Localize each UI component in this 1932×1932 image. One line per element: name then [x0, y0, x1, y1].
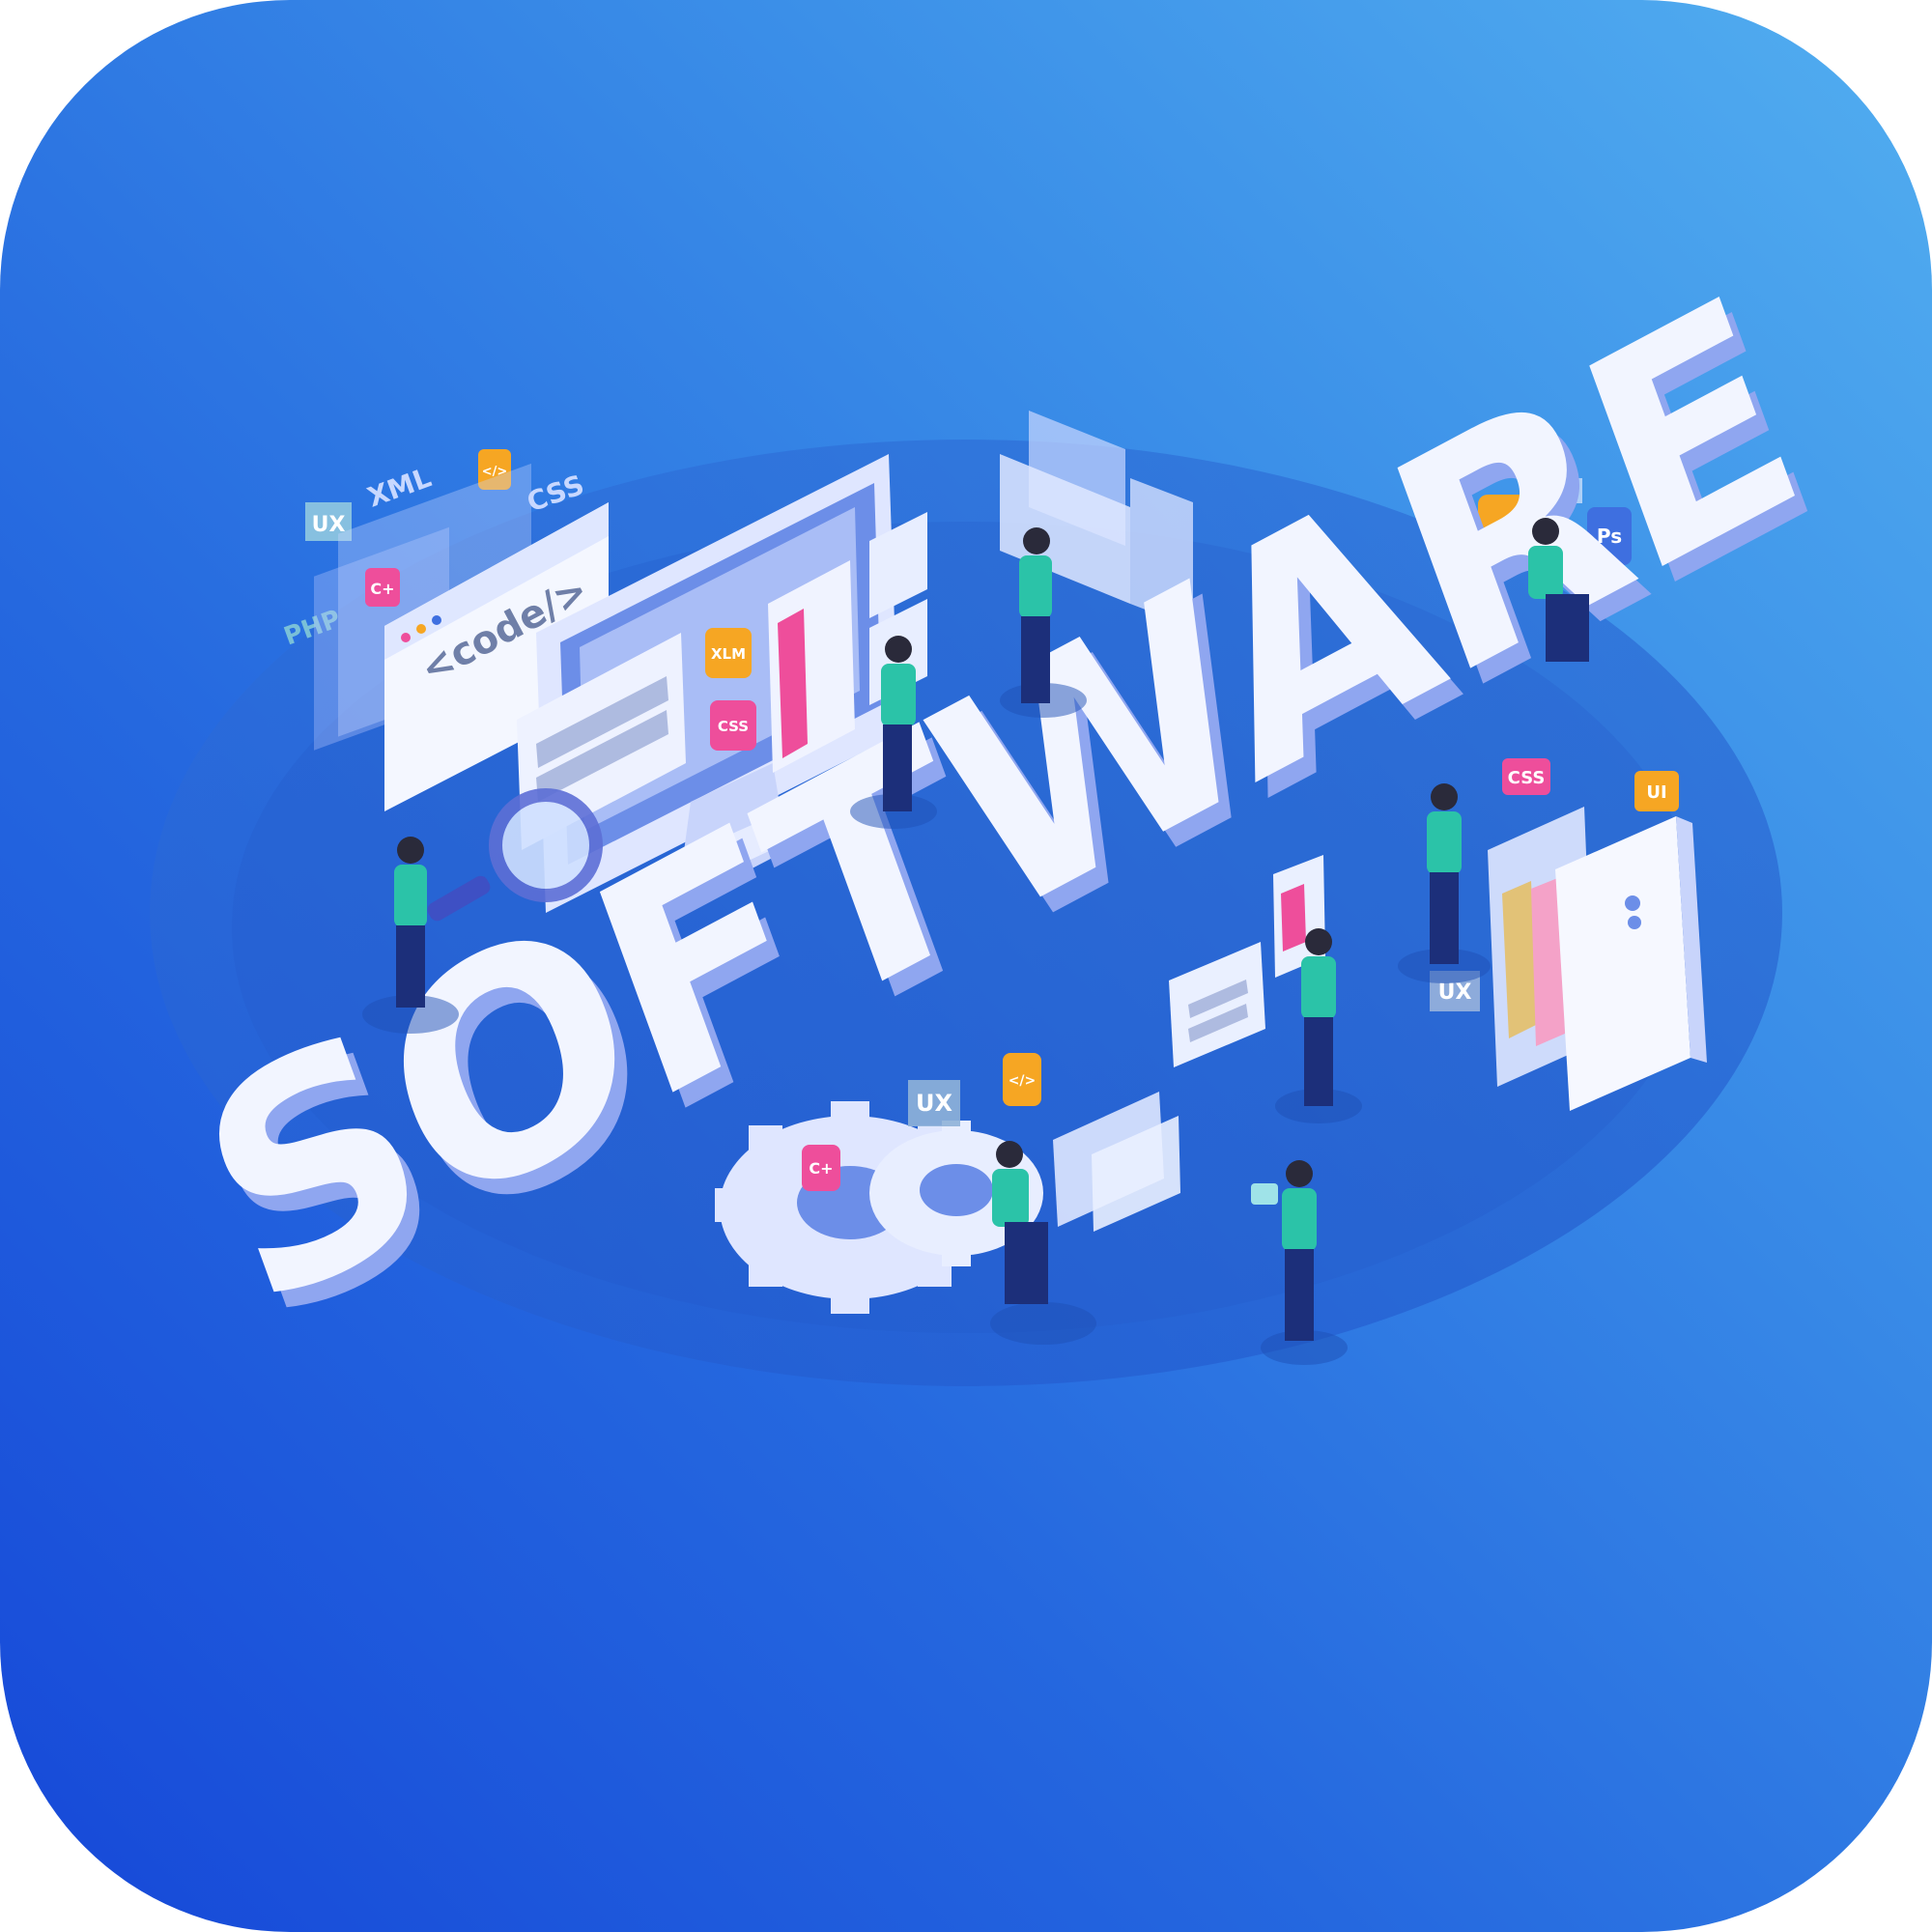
- css-monitor-label: CSS: [718, 718, 749, 735]
- ux-top-label: UX: [312, 513, 346, 537]
- phone-device: [1488, 807, 1707, 1111]
- person-magnifier: [362, 837, 459, 1034]
- person-right: [1398, 783, 1491, 983]
- code-tag-bottom-label: </>: [1009, 1073, 1037, 1089]
- ui-badge: UI: [1634, 771, 1679, 811]
- gear-icon-large: [715, 1101, 985, 1314]
- ui-label: UI: [1646, 782, 1666, 803]
- cplus-top-label: C+: [370, 580, 394, 598]
- cplus-badge-bottom: C+: [802, 1145, 840, 1191]
- person-middle: [1275, 928, 1362, 1123]
- floating-badge-ux-top: UX: [305, 502, 352, 541]
- person-tablet: [1251, 1160, 1348, 1365]
- ps-label: Ps: [1597, 525, 1622, 548]
- xlm-badge: XLM: [705, 628, 752, 678]
- cplus-bottom-label: C+: [809, 1159, 833, 1178]
- ux-right-label: UX: [1438, 980, 1472, 1005]
- ux-small-label: UX: [1558, 486, 1578, 500]
- middle-windows: [1169, 855, 1325, 1067]
- bottom-windows: [1053, 1092, 1180, 1232]
- css-right-label: CSS: [1508, 768, 1546, 788]
- code-tag-top-label: </>: [482, 465, 508, 479]
- top-windows: [1000, 411, 1193, 628]
- ux-bottom-label: UX: [916, 1090, 952, 1117]
- person-top-windows: [1000, 527, 1087, 718]
- ai-label: Ai: [1495, 516, 1521, 543]
- ai-badge: Ai: [1478, 495, 1538, 557]
- css-monitor-badge: CSS: [710, 700, 756, 751]
- person-sitting-top-right: [1528, 518, 1589, 662]
- magnifier-icon: [427, 788, 603, 922]
- xlm-label: XLM: [711, 645, 746, 663]
- code-tag-badge-bottom: </>: [1003, 1053, 1041, 1106]
- ps-badge: Ps: [1587, 507, 1632, 565]
- code-tag-badge-top: </>: [478, 449, 511, 490]
- cplus-badge-top: C+: [365, 568, 400, 607]
- person-monitor: [850, 636, 937, 829]
- person-gear-sitting: [990, 1141, 1096, 1345]
- monitor: XLM CSS: [517, 454, 927, 913]
- css-right-badge: CSS: [1502, 758, 1550, 795]
- ux-bottom-badge: UX: [908, 1080, 960, 1126]
- ux-small-badge: UX: [1553, 478, 1582, 503]
